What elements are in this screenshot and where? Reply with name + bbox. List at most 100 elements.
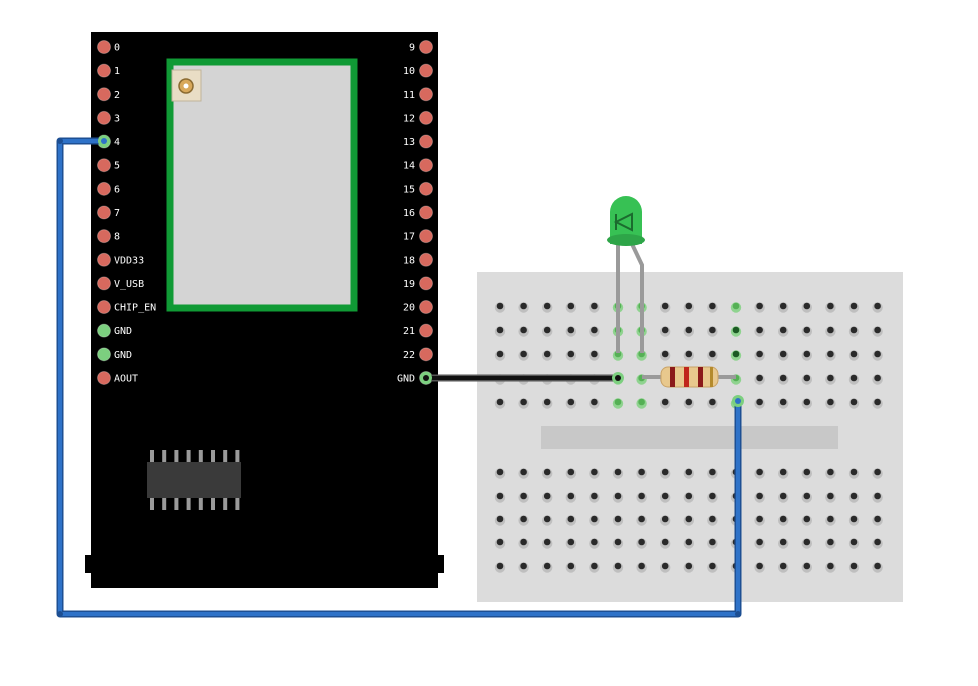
chip-leg — [186, 450, 191, 462]
hole — [567, 492, 575, 500]
pin-5: 5 — [97, 158, 120, 173]
wire-endpoint-core — [101, 138, 107, 144]
hole — [874, 468, 881, 476]
hole — [709, 398, 716, 406]
hole — [779, 562, 787, 570]
led — [607, 196, 645, 353]
pin-11: 11 — [403, 87, 433, 102]
pin-label: 16 — [403, 208, 415, 219]
hole — [732, 350, 740, 358]
hole — [661, 538, 669, 546]
pin-label: GND — [114, 350, 132, 361]
pin-label: AOUT — [114, 373, 138, 384]
pin-label: 22 — [403, 350, 415, 361]
wire-endpoint-core — [735, 398, 741, 404]
hole — [827, 374, 834, 382]
pin-label: 10 — [403, 66, 415, 77]
pin-pad — [419, 134, 433, 149]
hole — [591, 350, 598, 358]
chip-leg — [162, 450, 167, 462]
board-mount-tab-right — [436, 555, 444, 573]
hole — [874, 538, 881, 546]
hole — [567, 538, 575, 546]
pin-17: 17 — [403, 229, 433, 244]
hole — [850, 302, 858, 310]
pin-19: 19 — [403, 276, 433, 291]
pin-2: 2 — [97, 87, 120, 102]
hole — [685, 398, 693, 406]
pin-label: 1 — [114, 66, 120, 77]
hole — [591, 538, 598, 546]
hole — [874, 515, 881, 523]
hole — [709, 326, 716, 334]
hole — [543, 326, 551, 334]
hole — [685, 515, 693, 523]
hole — [543, 302, 551, 310]
hole — [850, 398, 858, 406]
hole — [874, 492, 881, 500]
pin-9: 9 — [409, 40, 433, 54]
hole — [520, 538, 527, 546]
chip-leg — [150, 450, 154, 462]
pin-label: 11 — [403, 90, 415, 101]
hole — [850, 515, 858, 523]
breadboard-center-channel — [541, 426, 838, 449]
hole — [803, 562, 811, 570]
hole — [779, 350, 787, 358]
hole — [779, 302, 787, 310]
pin-0: 0 — [97, 40, 120, 54]
ic-chip — [147, 450, 241, 510]
pin-pad — [419, 110, 433, 125]
hole — [874, 398, 881, 406]
hole — [661, 562, 669, 570]
hole — [520, 398, 527, 406]
hole — [827, 326, 834, 334]
resistor-bands — [670, 367, 713, 387]
hole — [543, 515, 551, 523]
hole — [496, 515, 504, 523]
hole — [543, 468, 551, 476]
pin-label: 12 — [403, 113, 415, 124]
hole — [543, 350, 551, 358]
pin-pad — [97, 347, 111, 362]
hole — [496, 350, 504, 358]
hole — [732, 302, 740, 310]
hole — [661, 515, 669, 523]
pin-label: 5 — [114, 161, 120, 172]
hole — [874, 302, 881, 310]
pin-pad — [97, 229, 111, 244]
hole — [756, 398, 763, 406]
hole — [520, 515, 527, 523]
hole — [779, 468, 787, 476]
pin-18: 18 — [403, 252, 433, 267]
hole — [803, 492, 811, 500]
pin-label: 15 — [403, 184, 415, 195]
hole — [520, 492, 527, 500]
pin-label: 7 — [114, 208, 120, 219]
hole — [591, 492, 598, 500]
pin-pad — [97, 370, 111, 385]
pin-6: 6 — [97, 181, 120, 196]
hole — [732, 326, 740, 334]
hole — [520, 562, 527, 570]
chip-leg — [174, 498, 179, 510]
hole — [567, 398, 575, 406]
chip-leg — [162, 498, 167, 510]
pin-label: 8 — [114, 232, 120, 243]
hole — [850, 326, 858, 334]
pin-label: 3 — [114, 113, 120, 124]
pin-pad — [97, 323, 111, 338]
pin-pad — [419, 205, 433, 220]
pin-label: 4 — [114, 137, 120, 148]
pin-pad — [419, 229, 433, 244]
hole — [496, 492, 504, 500]
pin-pad — [97, 110, 111, 125]
pin-label: 19 — [403, 279, 415, 290]
hole — [709, 538, 716, 546]
hole — [614, 398, 622, 406]
pin-12: 12 — [403, 110, 433, 125]
pin-label: 21 — [403, 326, 415, 337]
hole — [874, 350, 881, 358]
